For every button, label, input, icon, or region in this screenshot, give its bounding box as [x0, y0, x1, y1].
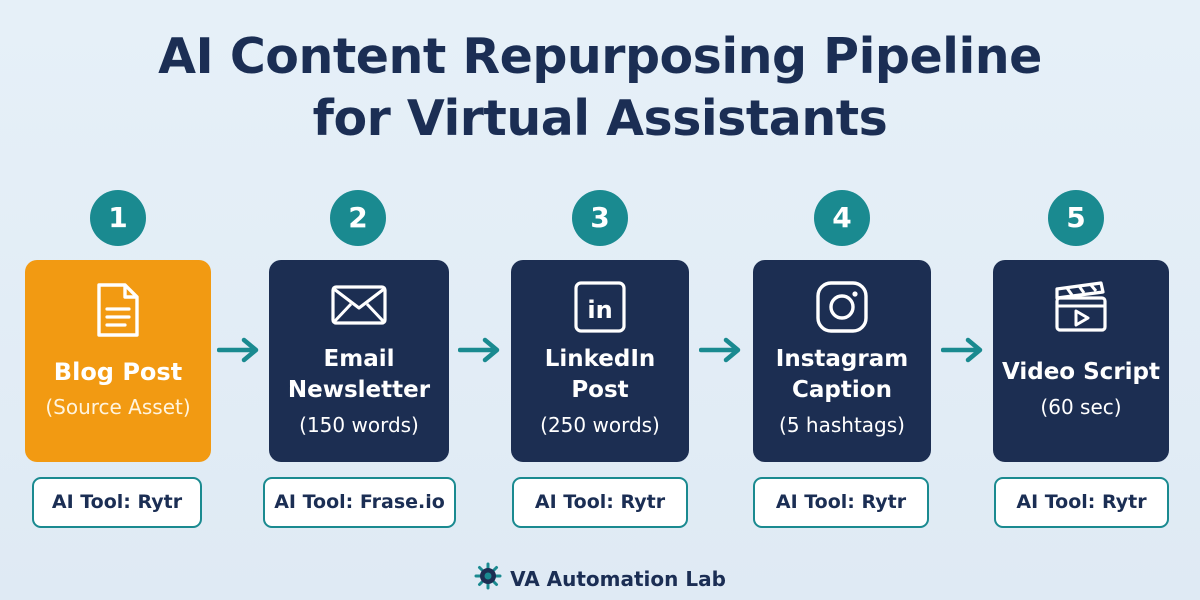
gear-network-icon — [474, 562, 502, 595]
step-detail: (Source Asset) — [45, 395, 191, 419]
arrow-right-icon — [941, 337, 983, 363]
step-name: Instagram — [775, 346, 909, 372]
title-line-1: AI Content Repurposing Pipeline — [158, 28, 1042, 85]
tool-label-step-4: AI Tool: Rytr — [753, 477, 929, 528]
arrow-right-icon — [458, 337, 500, 363]
step-detail: (5 hashtags) — [779, 413, 905, 437]
step-name-line-2: Post — [571, 377, 629, 403]
step-card-email-newsletter: Email Newsletter (150 words) — [269, 260, 449, 462]
brand-footer: VA Automation Lab — [0, 562, 1200, 595]
title-line-2: for Virtual Assistants — [312, 90, 888, 147]
step-badge-2: 2 — [330, 190, 386, 246]
step-card-blog-post: Blog Post (Source Asset) — [25, 260, 211, 462]
step-badge-5: 5 — [1048, 190, 1104, 246]
step-detail: (150 words) — [299, 413, 419, 437]
tool-label-step-5: AI Tool: Rytr — [994, 477, 1169, 528]
tool-label-step-2: AI Tool: Frase.io — [263, 477, 456, 528]
page-title: AI Content Repurposing Pipeline for Virt… — [0, 26, 1200, 150]
step-name-line-2: Caption — [792, 377, 892, 403]
instagram-icon — [815, 280, 869, 339]
tool-label-step-1: AI Tool: Rytr — [32, 477, 202, 528]
svg-text:in: in — [587, 296, 612, 324]
step-name: Email — [323, 346, 395, 372]
arrow-right-icon — [699, 337, 741, 363]
step-card-instagram-caption: Instagram Caption (5 hashtags) — [753, 260, 931, 462]
step-badge-1: 1 — [90, 190, 146, 246]
step-detail: (60 sec) — [1040, 395, 1122, 419]
step-name: Video Script — [1001, 359, 1161, 385]
clapperboard-icon — [1053, 280, 1109, 339]
brand-name: VA Automation Lab — [510, 566, 726, 591]
arrow-right-icon — [217, 337, 259, 363]
step-badge-3: 3 — [572, 190, 628, 246]
step-name: Blog Post — [53, 358, 183, 386]
document-icon — [95, 282, 141, 343]
step-badge-4: 4 — [814, 190, 870, 246]
envelope-icon — [330, 284, 388, 331]
step-card-video-script: Video Script (60 sec) — [993, 260, 1169, 462]
step-detail: (250 words) — [540, 413, 660, 437]
step-name: LinkedIn — [544, 346, 656, 372]
tool-label-step-3: AI Tool: Rytr — [512, 477, 688, 528]
linkedin-icon: in — [573, 280, 627, 339]
step-name-line-2: Newsletter — [287, 377, 431, 403]
step-card-linkedin-post: in LinkedIn Post (250 words) — [511, 260, 689, 462]
